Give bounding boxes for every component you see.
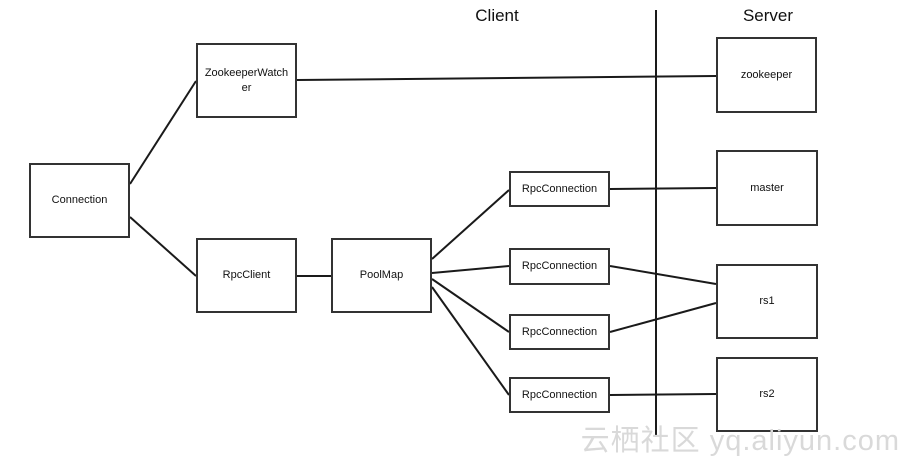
- node-rpc-connection-4-label: RpcConnection: [521, 388, 598, 401]
- edge-poolmap-rpcconnection2: [431, 265, 510, 274]
- node-rpc-connection-2-label: RpcConnection: [521, 260, 598, 273]
- node-rpc-client: RpcClient: [196, 238, 297, 313]
- server-section-label: Server: [742, 6, 794, 25]
- edge-connection-rpcclient: [129, 216, 197, 277]
- node-rs2: rs2: [716, 357, 818, 432]
- node-rpc-connection-3-label: RpcConnection: [521, 325, 598, 338]
- edge-rpcconnection4-rs2: [609, 393, 717, 396]
- node-pool-map-label: PoolMap: [359, 269, 404, 282]
- edge-poolmap-rpcconnection3: [431, 278, 510, 333]
- edge-rpcconnection2-rs1: [609, 265, 717, 285]
- node-rpc-connection-2: RpcConnection: [509, 248, 610, 285]
- node-zookeeper-watcher-label: ZookeeperWatcher: [204, 67, 289, 94]
- node-zookeeper: zookeeper: [716, 37, 817, 113]
- watermark: 云栖社区 yq.aliyun.com: [580, 425, 900, 457]
- node-rpc-client-label: RpcClient: [222, 269, 271, 282]
- node-rpc-connection-3: RpcConnection: [509, 314, 610, 350]
- node-rs2-label: rs2: [759, 388, 775, 401]
- node-rpc-connection-1-label: RpcConnection: [521, 182, 598, 195]
- node-zookeeper-watcher: ZookeeperWatcher: [196, 43, 297, 118]
- edge-connection-zookeeperwatcher: [129, 80, 197, 185]
- node-zookeeper-label: zookeeper: [740, 68, 793, 81]
- node-rs1: rs1: [716, 264, 818, 339]
- edge-zookeeperwatcher-zookeeper: [296, 75, 717, 81]
- client-section-label: Client: [475, 6, 519, 25]
- edge-rpcconnection1-master: [609, 187, 717, 190]
- edge-rpcconnection3-rs1: [609, 302, 717, 333]
- node-rpc-connection-4: RpcConnection: [509, 377, 610, 413]
- node-connection: Connection: [29, 163, 130, 238]
- node-connection-label: Connection: [51, 194, 108, 207]
- node-pool-map: PoolMap: [331, 238, 432, 313]
- node-master: master: [716, 150, 818, 226]
- node-rs1-label: rs1: [759, 295, 775, 308]
- edge-poolmap-rpcconnection1: [431, 189, 510, 260]
- edge-poolmap-rpcconnection4: [431, 286, 510, 396]
- node-master-label: master: [750, 181, 784, 194]
- node-rpc-connection-1: RpcConnection: [509, 171, 610, 207]
